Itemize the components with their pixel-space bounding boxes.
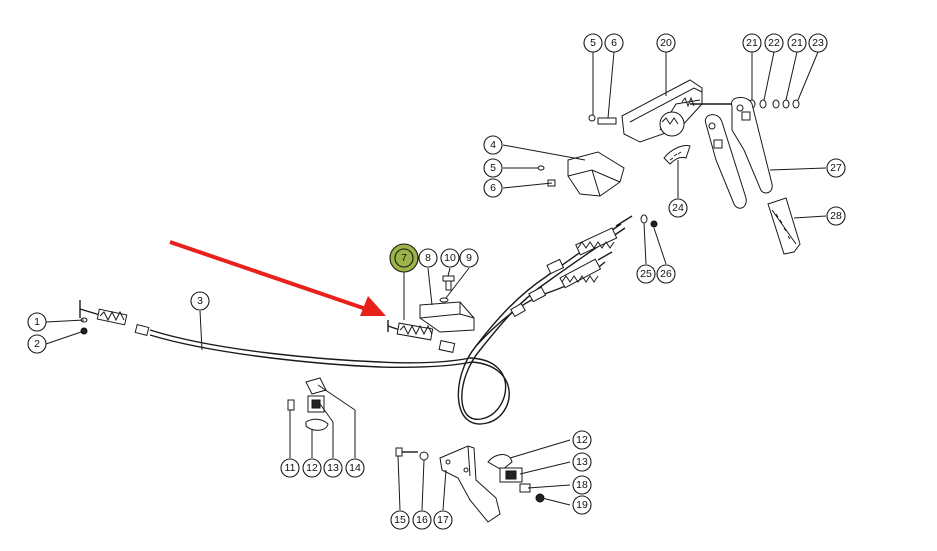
quadrant-segment [663, 145, 691, 165]
pedal-levers [704, 97, 773, 209]
cable-adjuster-sleeve [387, 320, 456, 353]
callout-5a: 5 [483, 158, 503, 178]
svg-text:20: 20 [660, 37, 672, 49]
leader-lines [45, 51, 827, 511]
callout-6b: 6 [604, 33, 624, 53]
callout-28: 28 [826, 206, 846, 226]
callout-12b: 12 [572, 430, 592, 450]
svg-text:21: 21 [746, 37, 758, 49]
cable-bracket [419, 275, 475, 333]
svg-text:26: 26 [660, 268, 672, 280]
callout-11: 11 [280, 458, 300, 478]
svg-text:18: 18 [576, 479, 588, 491]
svg-text:16: 16 [416, 514, 428, 526]
cable-left-end [79, 300, 150, 336]
svg-text:10: 10 [444, 252, 456, 264]
callout-22: 22 [764, 33, 784, 53]
callout-25: 25 [636, 264, 656, 284]
callout-20: 20 [656, 33, 676, 53]
callout-21a: 21 [742, 33, 762, 53]
svg-text:28: 28 [830, 210, 842, 222]
callout-16: 16 [412, 510, 432, 530]
svg-text:4: 4 [490, 139, 496, 151]
svg-text:6: 6 [611, 37, 617, 49]
callout-23: 23 [808, 33, 828, 53]
svg-text:15: 15 [394, 514, 406, 526]
svg-text:12: 12 [576, 434, 588, 446]
callout-6a: 6 [483, 178, 503, 198]
callout-3: 3 [190, 291, 210, 311]
svg-text:24: 24 [672, 202, 684, 214]
pedal-housing [588, 79, 703, 143]
svg-text:22: 22 [768, 37, 780, 49]
svg-text:7: 7 [401, 252, 407, 264]
callout-4: 4 [483, 135, 503, 155]
svg-text:23: 23 [812, 37, 824, 49]
callout-5b: 5 [583, 33, 603, 53]
callout-1: 1 [27, 312, 47, 332]
svg-text:21: 21 [791, 37, 803, 49]
callout-7: 7 [389, 243, 419, 273]
callout-26: 26 [656, 264, 676, 284]
svg-text:25: 25 [640, 268, 652, 280]
callout-2: 2 [27, 334, 47, 354]
cable-pedal-sleeves [510, 214, 658, 318]
callout-14: 14 [345, 458, 365, 478]
callout-13b: 13 [572, 452, 592, 472]
callout-10: 10 [440, 248, 460, 268]
pivot-shaft [681, 96, 800, 109]
red-pointer-arrow [169, 240, 386, 316]
callout-18: 18 [572, 475, 592, 495]
pedal-pad [767, 197, 801, 255]
callout-27: 27 [826, 158, 846, 178]
svg-text:5: 5 [490, 162, 496, 174]
callout-12a: 12 [302, 458, 322, 478]
svg-text:14: 14 [349, 462, 361, 474]
callout-24: 24 [668, 198, 688, 218]
callout-21b: 21 [787, 33, 807, 53]
pedal-cover [537, 151, 625, 197]
callout-17: 17 [433, 510, 453, 530]
svg-text:19: 19 [576, 499, 588, 511]
svg-text:27: 27 [830, 162, 842, 174]
svg-text:13: 13 [327, 462, 339, 474]
svg-text:12: 12 [306, 462, 318, 474]
callout-15: 15 [390, 510, 410, 530]
svg-text:11: 11 [285, 462, 296, 474]
svg-text:6: 6 [490, 182, 496, 194]
callout-13a: 13 [323, 458, 343, 478]
svg-text:13: 13 [576, 456, 588, 468]
svg-text:8: 8 [425, 252, 431, 264]
throttle-cable [149, 223, 626, 425]
callout-9: 9 [459, 248, 479, 268]
svg-text:2: 2 [34, 338, 40, 350]
svg-text:3: 3 [197, 295, 203, 307]
svg-text:9: 9 [466, 252, 472, 264]
clip-set-left [287, 377, 329, 431]
mounting-plate [395, 445, 545, 523]
svg-text:5: 5 [590, 37, 596, 49]
callout-8: 8 [418, 248, 438, 268]
svg-text:1: 1 [34, 316, 40, 328]
svg-text:17: 17 [437, 514, 449, 526]
callout-19: 19 [572, 495, 592, 515]
